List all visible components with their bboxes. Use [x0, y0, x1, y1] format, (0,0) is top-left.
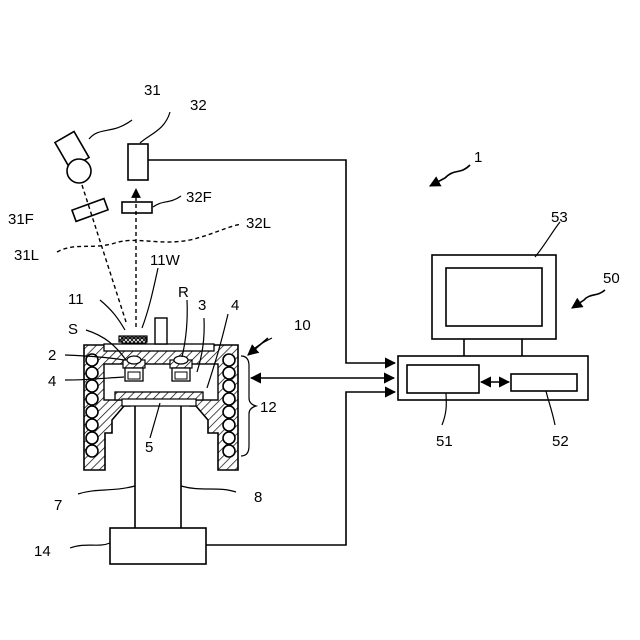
label-31f: 31F	[8, 211, 34, 228]
camera-32	[128, 144, 148, 180]
label-52: 52	[552, 433, 569, 450]
arrow-1	[430, 165, 470, 186]
label-2: 2	[48, 347, 56, 364]
label-50: 50	[603, 270, 620, 287]
light-guide-curve	[57, 224, 242, 252]
apparatus-10	[84, 318, 238, 528]
label-S: S	[68, 321, 78, 338]
computer-50	[398, 255, 588, 400]
filter-31f	[72, 199, 108, 222]
label-32: 32	[190, 97, 207, 114]
label-11w: 11W	[150, 252, 181, 269]
label-1: 1	[474, 149, 482, 166]
camera-31	[55, 132, 91, 183]
label-14: 14	[34, 543, 51, 560]
arrow-10	[248, 338, 268, 355]
arrow-50	[572, 290, 605, 308]
label-53: 53	[551, 209, 568, 226]
label-8: 8	[254, 489, 262, 506]
label-32f: 32F	[186, 189, 212, 206]
controller-14	[110, 528, 206, 564]
label-12: 12	[260, 399, 277, 416]
label-11: 11	[68, 291, 84, 308]
label-31: 31	[144, 82, 161, 99]
unit-52	[511, 374, 577, 391]
label-32l: 32L	[246, 215, 271, 232]
label-51: 51	[436, 433, 453, 450]
label-31l: 31L	[14, 247, 39, 264]
label-7: 7	[54, 497, 62, 514]
label-5: 5	[145, 439, 153, 456]
label-3: 3	[198, 297, 206, 314]
label-10: 10	[294, 317, 311, 334]
label-4-top: 4	[231, 297, 239, 314]
filter-32f	[122, 202, 152, 213]
unit-51	[407, 365, 479, 393]
label-4-left: 4	[48, 373, 56, 390]
label-R: R	[178, 284, 189, 301]
